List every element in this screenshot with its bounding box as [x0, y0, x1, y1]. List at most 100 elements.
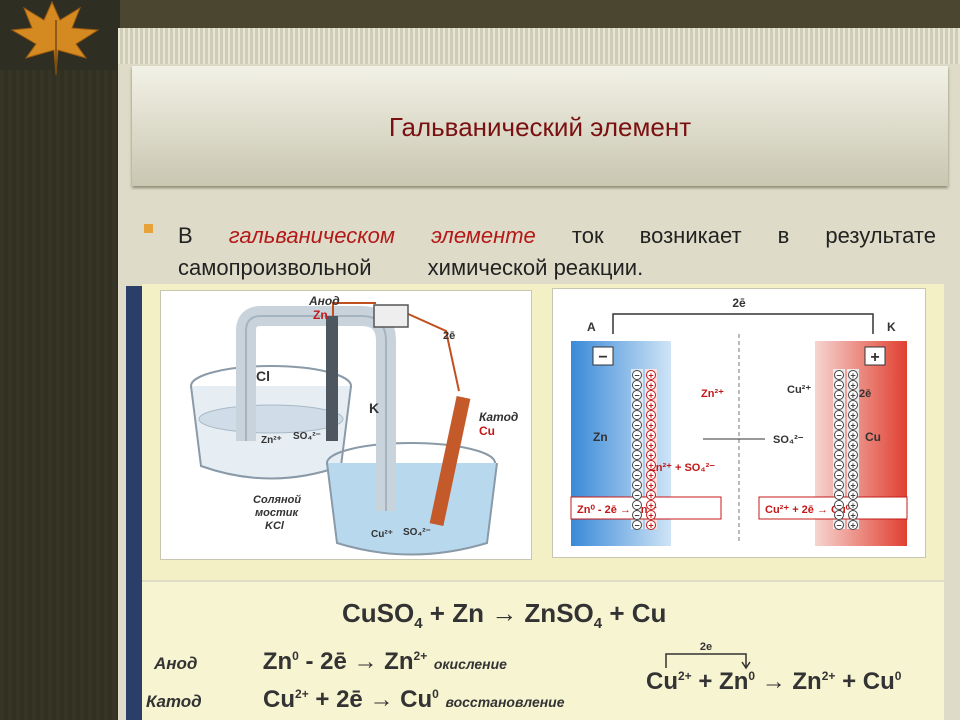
positive-charge-sign: + — [850, 521, 855, 531]
left-strip — [0, 70, 120, 720]
positive-charge-sign: + — [648, 491, 653, 501]
positive-charge-sign: + — [648, 471, 653, 481]
positive-charge-sign: + — [850, 381, 855, 391]
cu-label: Cu — [865, 430, 881, 444]
positive-charge — [848, 480, 858, 490]
negative-charge-sign: − — [836, 481, 841, 491]
negative-charge — [632, 400, 642, 410]
cu2-ion: Cu²⁺ — [787, 384, 811, 396]
positive-charge — [646, 370, 656, 380]
galvanic-cell-figure: Анод Zn 2ē Катод Cu Cl K Zn²⁺ SO₄²⁻ Cu²⁺… — [160, 290, 532, 560]
positive-charge-sign: + — [648, 521, 653, 531]
maple-leaf-icon — [10, 0, 100, 76]
negative-charge-sign: − — [836, 371, 841, 381]
bullet-square-icon — [144, 224, 153, 233]
minus-sign: − — [598, 349, 607, 366]
positive-charge — [646, 480, 656, 490]
negative-charge-sign: − — [634, 411, 639, 421]
negative-charge — [632, 520, 642, 530]
negative-charge-sign: − — [836, 461, 841, 471]
positive-charge-sign: + — [648, 511, 653, 521]
slide-title: Гальванический элемент — [388, 112, 692, 142]
bridge-label-1: Соляной — [253, 494, 301, 506]
negative-charge — [632, 500, 642, 510]
negative-charge — [834, 490, 844, 500]
negative-charge-sign: − — [634, 481, 639, 491]
cathode-reaction: Cu²⁺ + 2ē → Cu⁰ — [765, 504, 851, 516]
so4-ion: SO₄²⁻ — [773, 434, 804, 446]
negative-charge — [632, 510, 642, 520]
negative-charge-sign: − — [836, 451, 841, 461]
title-bar: Гальванический элемент — [132, 66, 948, 186]
dotted-strip — [118, 28, 960, 64]
negative-charge — [632, 390, 642, 400]
positive-charge — [848, 440, 858, 450]
negative-charge-sign: − — [634, 451, 639, 461]
positive-charge — [646, 420, 656, 430]
italic-word: элементе — [431, 223, 536, 248]
word: химической реакции. — [427, 255, 644, 280]
bullet-line-2: самопроизвольной химической реакции. — [146, 252, 936, 284]
positive-charge-sign: + — [850, 441, 855, 451]
zinc-electrode — [326, 316, 338, 441]
positive-charge — [848, 520, 858, 530]
positive-charge-sign: + — [648, 421, 653, 431]
bridge-label-3: KCl — [265, 520, 285, 532]
positive-charge — [848, 380, 858, 390]
negative-charge-sign: − — [836, 491, 841, 501]
positive-charge — [848, 500, 858, 510]
positive-charge-sign: + — [648, 411, 653, 421]
positive-charge — [646, 430, 656, 440]
negative-charge-sign: − — [836, 441, 841, 451]
positive-charge — [646, 470, 656, 480]
negative-charge — [834, 380, 844, 390]
negative-charge-sign: − — [836, 431, 841, 441]
label-k: K — [887, 320, 896, 334]
positive-charge-sign: + — [850, 411, 855, 421]
negative-charge — [632, 380, 642, 390]
positive-charge — [646, 390, 656, 400]
positive-charge — [848, 370, 858, 380]
positive-charge — [848, 390, 858, 400]
negative-charge-sign: − — [634, 371, 639, 381]
cathode-metal: Cu — [479, 424, 495, 438]
positive-charge-sign: + — [648, 401, 653, 411]
negative-charge-sign: − — [634, 431, 639, 441]
negative-charge — [632, 490, 642, 500]
cl-ion: Cl — [256, 368, 270, 384]
negative-charge-sign: − — [634, 461, 639, 471]
positive-charge-sign: + — [850, 391, 855, 401]
negative-charge — [632, 460, 642, 470]
negative-charge — [632, 410, 642, 420]
negative-charge — [834, 440, 844, 450]
bullet-line-1: В гальваническом элементе ток возникает … — [146, 220, 936, 252]
word: возникает — [639, 223, 742, 248]
zn2-ion: Zn²⁺ — [701, 388, 724, 400]
positive-charge — [646, 380, 656, 390]
negative-charge-sign: − — [836, 501, 841, 511]
negative-charge — [834, 410, 844, 420]
negative-charge — [632, 370, 642, 380]
negative-charge — [632, 450, 642, 460]
positive-charge — [848, 430, 858, 440]
negative-charge — [834, 450, 844, 460]
positive-charge — [848, 460, 858, 470]
positive-charge — [646, 400, 656, 410]
negative-charge-sign: − — [836, 521, 841, 531]
positive-charge-sign: + — [850, 491, 855, 501]
negative-charge-sign: − — [634, 441, 639, 451]
positive-charge-sign: + — [850, 371, 855, 381]
svg-text:2e: 2e — [700, 641, 712, 653]
positive-charge-sign: + — [648, 461, 653, 471]
word: результате — [825, 223, 936, 248]
plus-sign: + — [870, 349, 879, 366]
positive-charge — [646, 460, 656, 470]
italic-word: гальваническом — [228, 223, 395, 248]
negative-charge — [834, 520, 844, 530]
negative-charge — [834, 470, 844, 480]
negative-charge-sign: − — [634, 511, 639, 521]
positive-charge-sign: + — [648, 371, 653, 381]
negative-charge-sign: − — [634, 501, 639, 511]
positive-charge-sign: + — [850, 501, 855, 511]
bullet-paragraph: В гальваническом элементе ток возникает … — [144, 220, 936, 284]
